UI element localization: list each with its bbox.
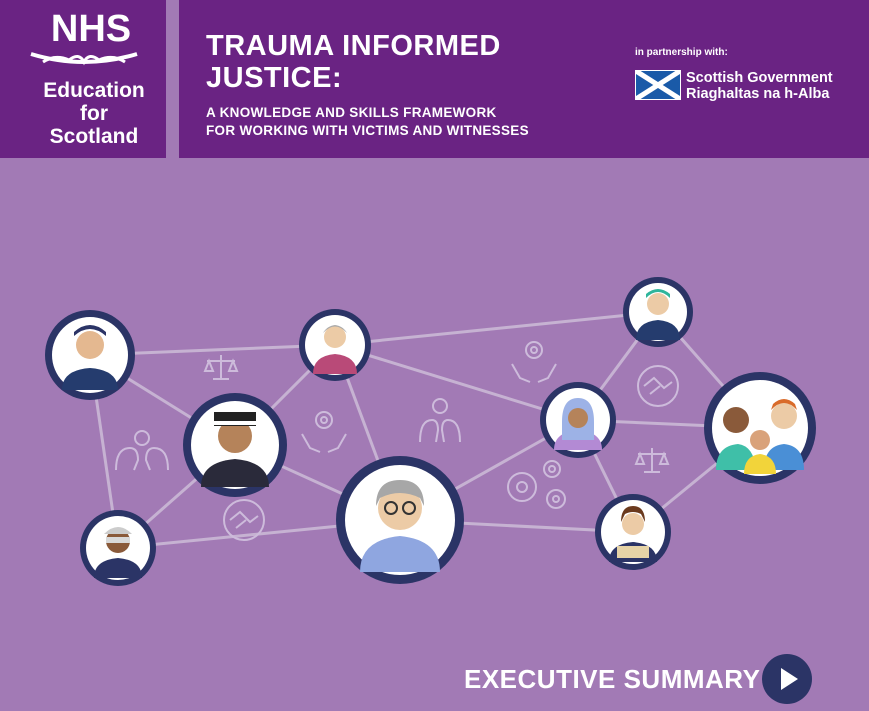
title-line-2: JUSTICE: [206,62,343,94]
logo-line-2: for [80,102,108,125]
person-icon [336,456,464,584]
play-icon [781,668,798,690]
nhs-swoosh-icon [30,52,138,66]
handshake-icon [223,499,265,541]
person-icon [704,372,816,484]
partner-name: Scottish Government Riaghaltas na h-Alba [686,70,833,102]
person-icon [80,510,156,586]
page-subtitle: A KNOWLEDGE AND SKILLS FRAMEWORK FOR WOR… [206,104,529,140]
person-icon [299,309,371,381]
saltire-flag-icon [635,70,681,100]
people-network-illustration [45,277,816,586]
scales-icon [634,448,670,473]
partner-name-line-1: Scottish Government [686,70,833,86]
head-lightbulb-icon [115,430,169,471]
subtitle-line-2: FOR WORKING WITH VICTIMS AND WITNESSES [206,123,529,138]
hands-gears-icon [511,341,557,383]
logo-line-1: Education [43,79,145,102]
person-icon [45,310,135,400]
nhs-subtitle: Education for Scotland [23,79,165,148]
page-title: TRAUMA INFORMED JUSTICE: [206,30,501,94]
person-icon [540,382,616,458]
head-lightbulb-icon [419,398,461,443]
gears-icon [507,460,566,509]
person-icon [183,393,287,497]
partner-label: in partnership with: [635,47,728,58]
executive-summary-label[interactable]: EXECUTIVE SUMMARY [464,664,761,694]
partner-name-line-2: Riaghaltas na h-Alba [686,86,830,102]
nhs-wordmark: NHS [50,8,132,50]
subtitle-line-1: A KNOWLEDGE AND SKILLS FRAMEWORK [206,105,497,120]
hands-gears-icon [301,411,347,453]
title-line-1: TRAUMA INFORMED [206,30,501,62]
person-icon [595,494,671,570]
handshake-icon [637,365,679,407]
play-button[interactable] [762,654,812,704]
logo-line-3: Scotland [49,125,139,148]
nhs-logo: NHS Education for Scotland [3,0,179,158]
person-icon [623,277,693,347]
scales-icon [203,355,239,380]
